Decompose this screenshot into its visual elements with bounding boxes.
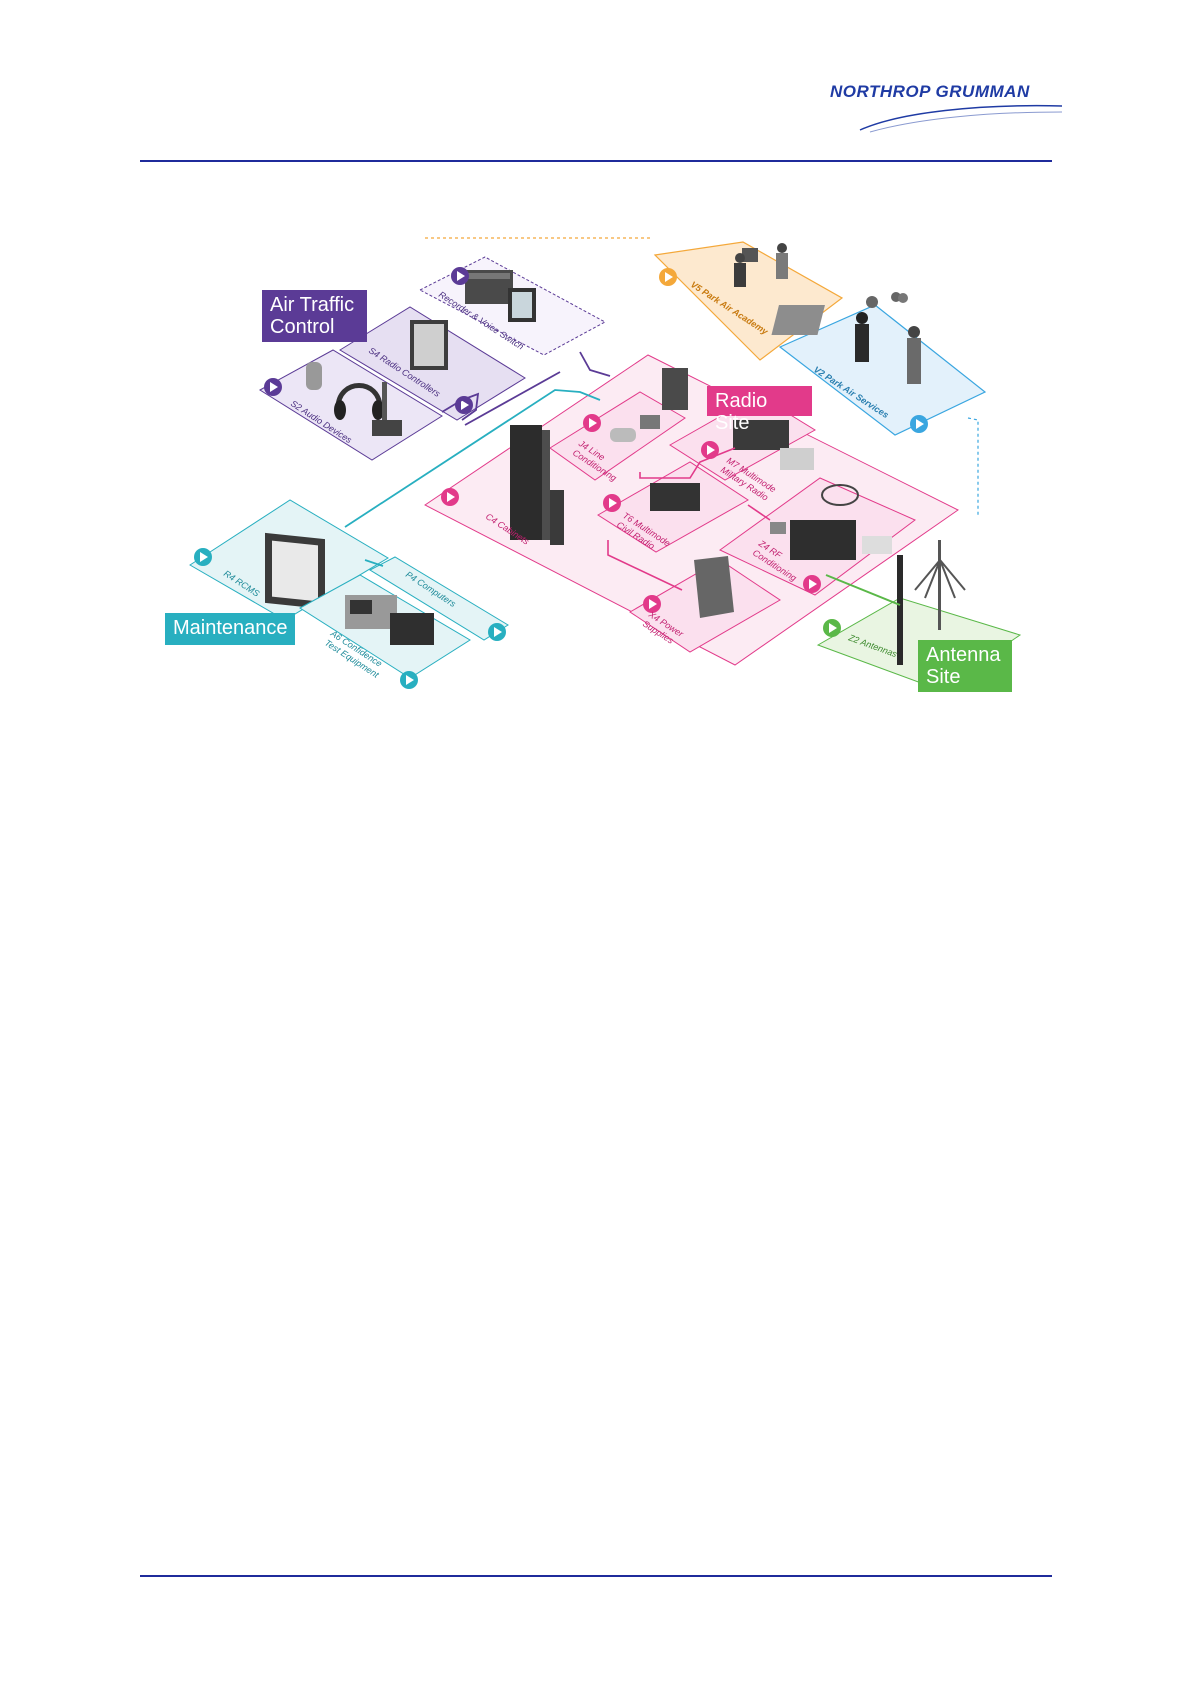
rcms-play-icon[interactable]: [194, 548, 212, 566]
academy-play-icon[interactable]: [659, 268, 677, 286]
radio-site-panels: J4 LineConditioning M7 MultimodeMilitary…: [424, 354, 959, 666]
power-supplies-play-icon[interactable]: [643, 595, 661, 613]
services-panel: V2 Park Air Services: [771, 292, 987, 515]
maintenance-label: Maintenance: [165, 613, 295, 645]
atc-panels: Recorder & Voice Switch S4 Radio Control…: [259, 256, 611, 461]
footer-rule: [140, 1575, 1052, 1577]
atc-line-1: Air Traffic: [270, 294, 355, 316]
northrop-grumman-logo: NORTHROP GRUMMAN: [830, 82, 1062, 134]
recorder-play-icon[interactable]: [451, 267, 469, 285]
rf-conditioning-play-icon[interactable]: [803, 575, 821, 593]
header-rule: [140, 160, 1052, 162]
test-equipment-play-icon[interactable]: [400, 671, 418, 689]
audio-devices-play-icon[interactable]: [264, 378, 282, 396]
cabinets-play-icon[interactable]: [441, 488, 459, 506]
logo-text: NORTHROP GRUMMAN: [830, 82, 1030, 101]
antennas-play-icon[interactable]: [823, 619, 841, 637]
antenna-line-2: Site: [926, 666, 961, 688]
atc-line-2: Control: [270, 316, 335, 338]
antenna-line-1: Antenna: [926, 644, 1001, 666]
services-play-icon[interactable]: [910, 415, 928, 433]
antenna-site-label: Antenna Site: [918, 640, 1012, 692]
military-radio-play-icon[interactable]: [701, 441, 719, 459]
logo-swoosh-icon: [859, 104, 1062, 133]
line-conditioning-play-icon[interactable]: [583, 414, 601, 432]
radio-site-label: Radio Site: [707, 386, 812, 434]
maintenance-panels: R4 RCMS P4 Computers A6 ConfidenceTest E…: [189, 389, 601, 689]
computers-play-icon[interactable]: [488, 623, 506, 641]
civil-radio-play-icon[interactable]: [603, 494, 621, 512]
network-diagram: V5 Park Air Academy V2 Park Air Services…: [189, 237, 1022, 691]
air-traffic-control-label: Air Traffic Control: [262, 290, 367, 342]
